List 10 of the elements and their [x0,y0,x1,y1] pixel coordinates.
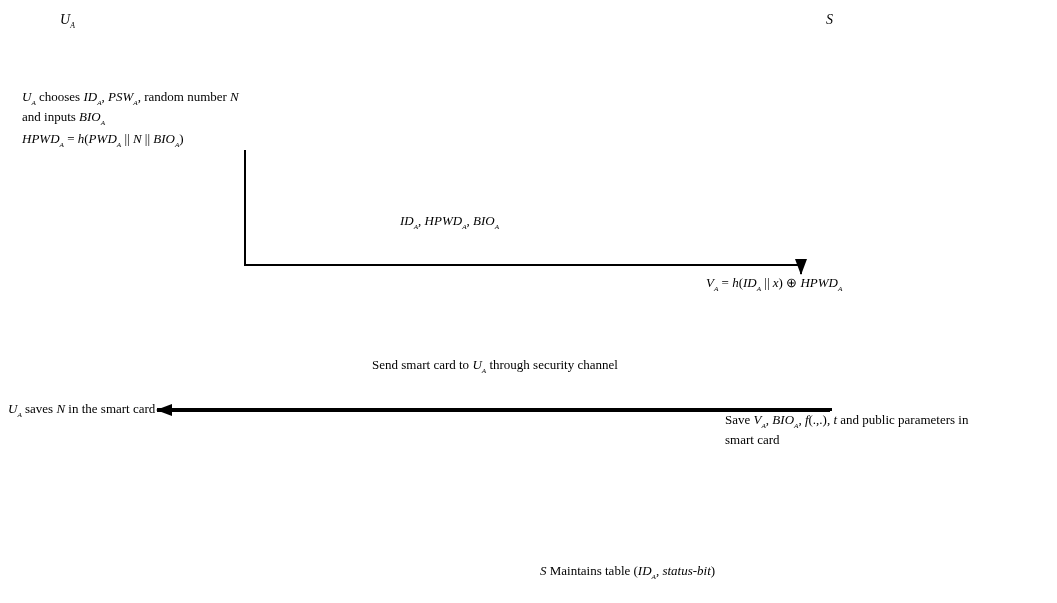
arrow [244,149,807,275]
step-text: Save V$_{A}$, BIO$_{A}$, f(.,.), t and public parameters in smart card [725,411,970,449]
step-text: U$_{A}$ saves N in the smart card [8,400,156,420]
step-text: HPWD$_{A}$ = h(PWD$_{A}$ || N || BIO$_{A}$) [22,129,185,150]
step-text: U$_{A}$ chooses ID$_{A}$, PSW$_{A}$, random number N and inputs BIO$_{A}$ [22,88,240,128]
party-heading: S [826,11,833,29]
note-text: S Maintains table (ID$_{A}$, status-bit) [540,562,716,582]
arrow [156,404,832,416]
party-heading: U$_{A}$ [60,11,75,31]
step-text: V$_{A}$ = h(ID$_{A}$ || x) ⊕ HPWD$_{A}$ [706,274,843,294]
